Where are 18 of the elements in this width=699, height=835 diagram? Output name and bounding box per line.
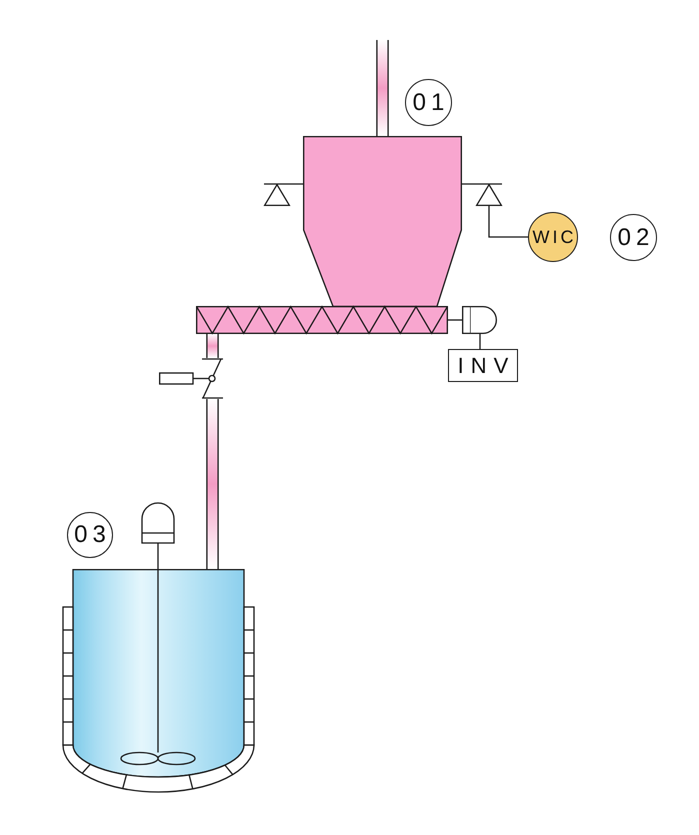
callout-number: 01	[405, 79, 452, 126]
callout-number: 03	[67, 512, 113, 558]
inverter-box: INV	[448, 349, 518, 382]
connector-line	[479, 334, 481, 349]
jacketed-reactor	[62, 569, 255, 793]
connector-line	[264, 183, 303, 185]
load-cell-symbol	[476, 184, 502, 206]
instrument-bubble: WIC	[528, 212, 578, 262]
load-cell-symbol	[264, 184, 290, 206]
screw-feeder	[196, 306, 448, 334]
hopper	[303, 136, 462, 307]
connector-line	[488, 206, 528, 238]
pipe	[206, 399, 219, 569]
connector-line	[448, 319, 462, 321]
valve-symbol	[159, 358, 224, 399]
motor-symbol	[462, 306, 497, 334]
connector-line	[462, 183, 502, 185]
callout-number: 02	[610, 214, 657, 261]
